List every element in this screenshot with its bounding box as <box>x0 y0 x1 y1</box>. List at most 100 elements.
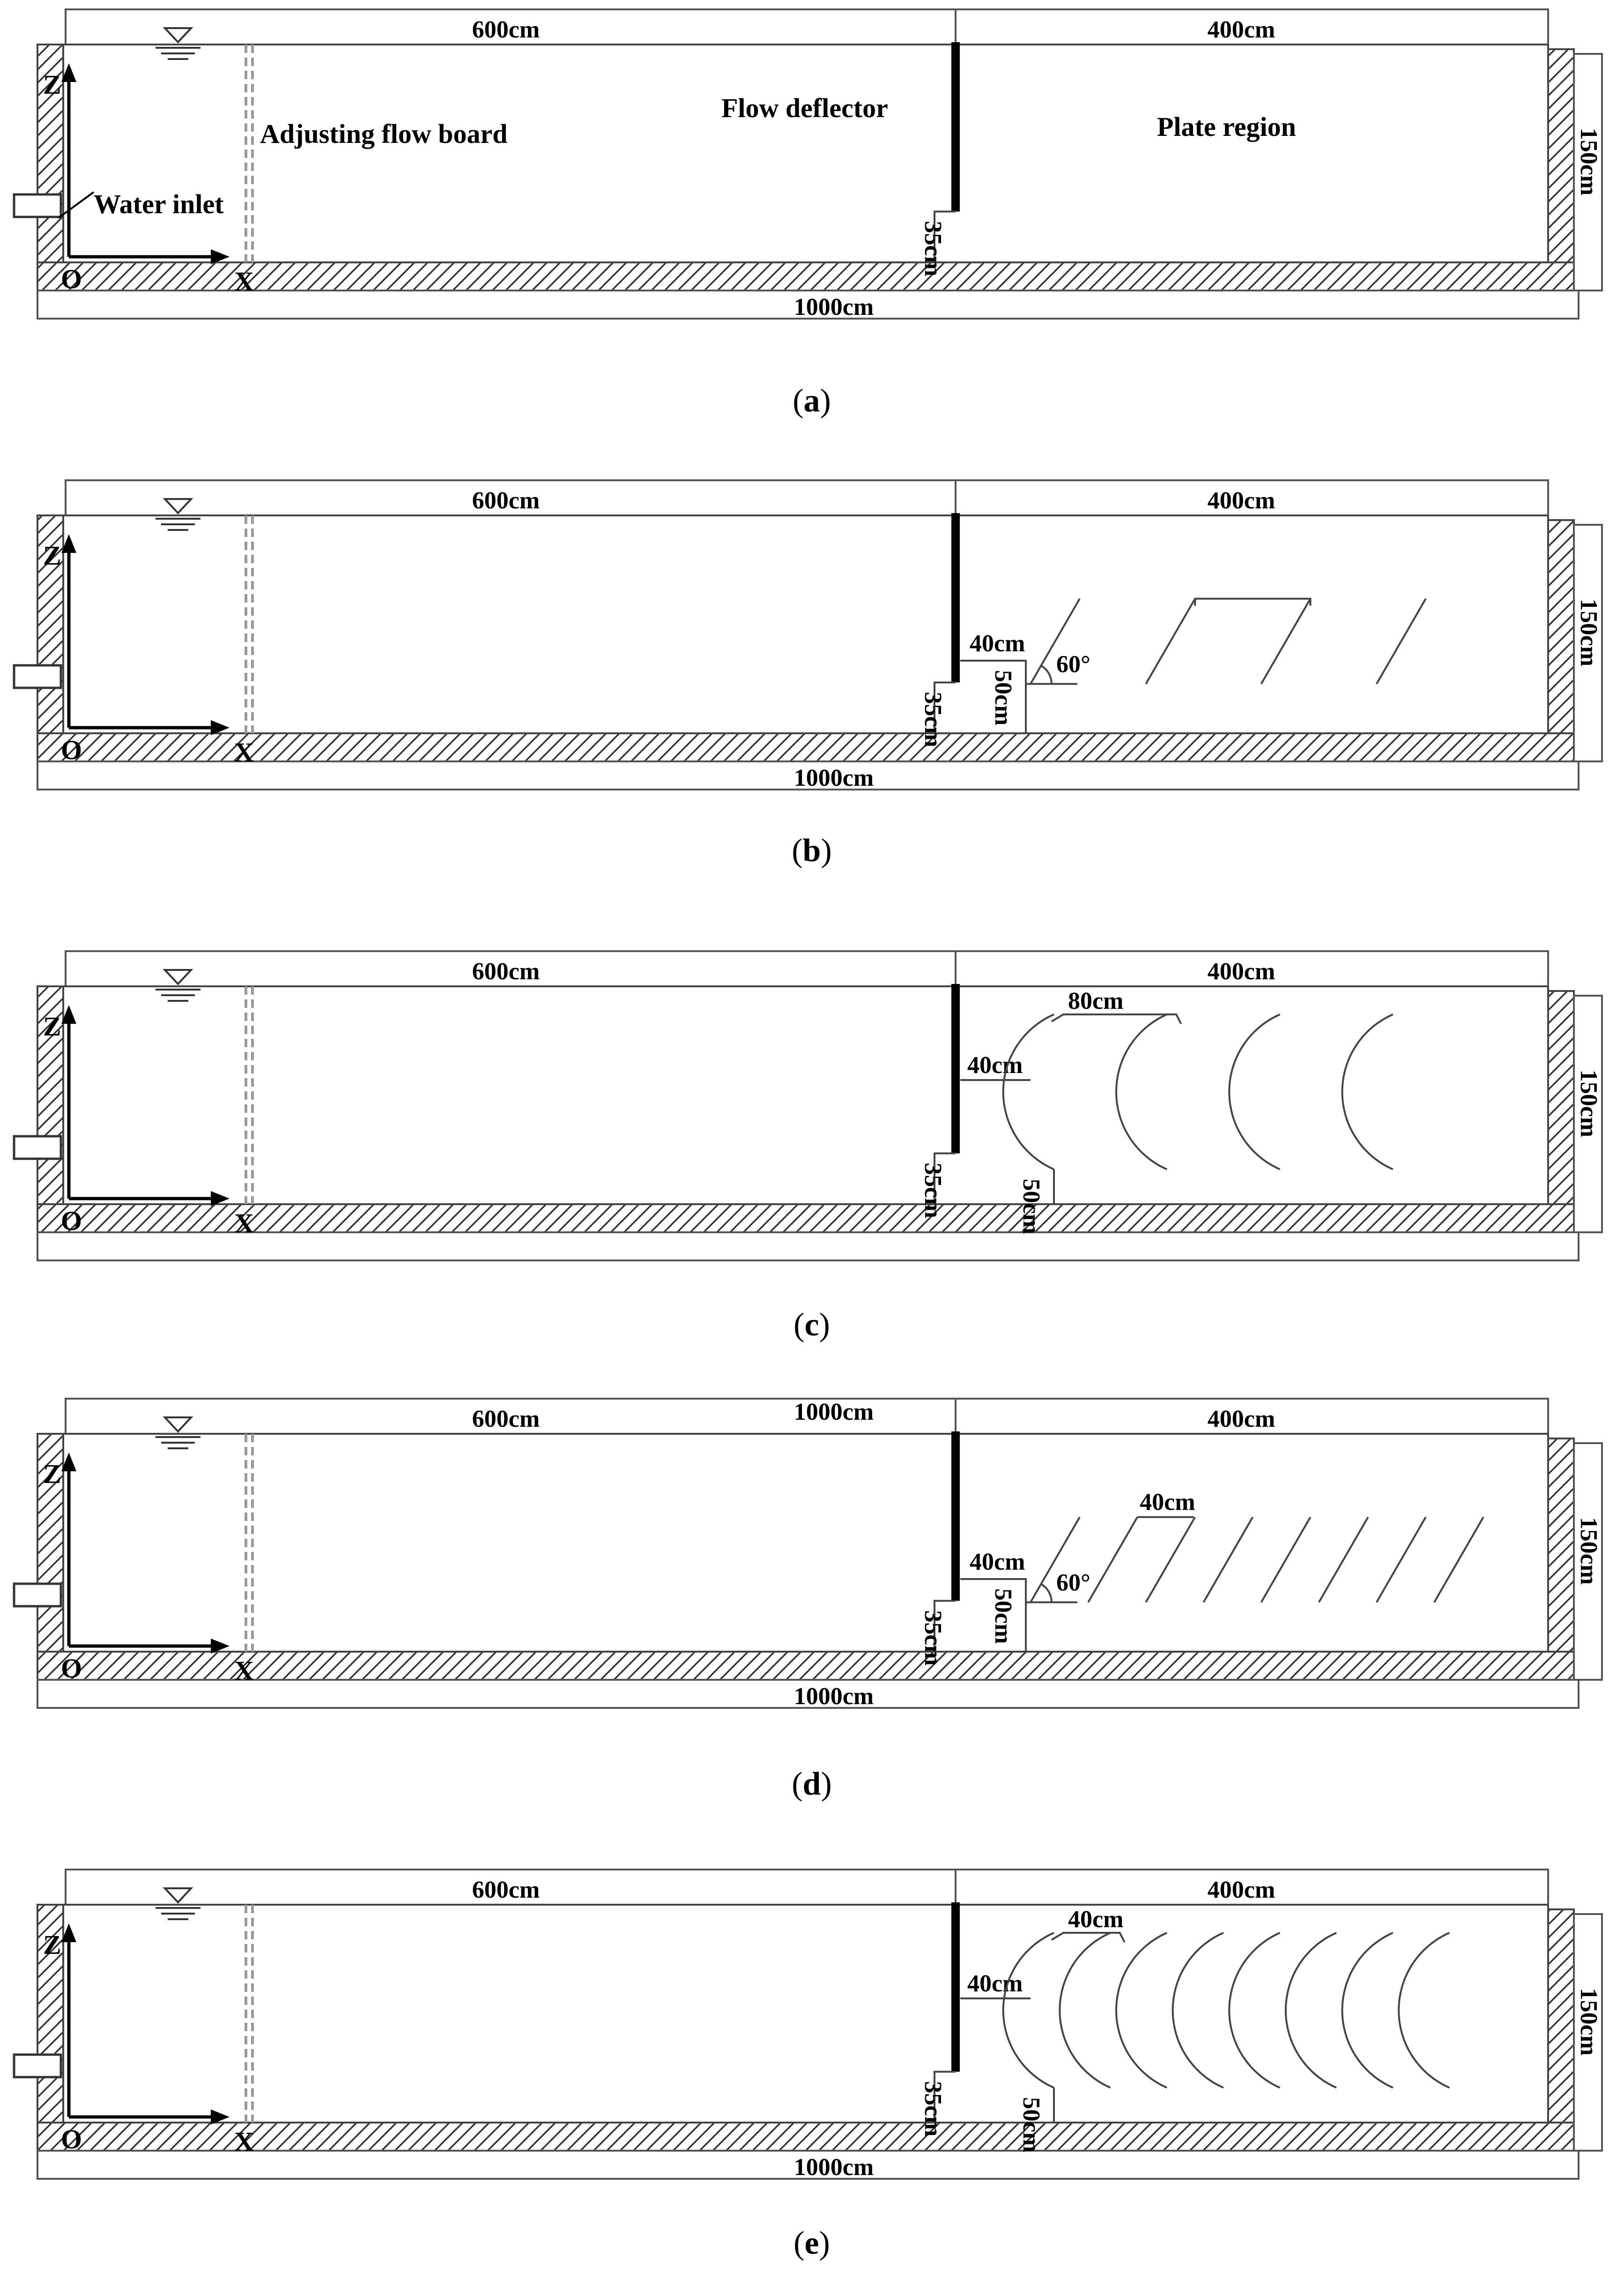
caption-open: ( <box>793 1307 804 1343</box>
right-wall <box>1547 48 1575 291</box>
channel-floor <box>37 1203 1575 1233</box>
origin-label: O <box>61 1206 82 1236</box>
caption-open: ( <box>792 833 802 869</box>
left-wall <box>37 985 64 1233</box>
flow-deflector <box>951 984 960 1154</box>
dim-150: 150cm <box>1575 1070 1602 1137</box>
water-level-icon <box>163 1887 193 1904</box>
support-block <box>960 1578 1027 1652</box>
flow-deflector <box>951 1431 960 1601</box>
right-wall <box>1547 1438 1575 1681</box>
water-level-icon <box>163 969 193 985</box>
arc-plate <box>1172 1932 1224 2089</box>
top-dimension-bar <box>65 1869 1549 1906</box>
deflector-step <box>934 1600 956 1652</box>
axis-z-label: Z <box>43 1930 61 1960</box>
arc-plate <box>1228 1013 1281 1170</box>
dim-top-mid: 1000cm <box>794 1399 874 1425</box>
channel-outline <box>62 44 1549 263</box>
arc-plate <box>1059 1932 1111 2089</box>
inclined-plate <box>1376 598 1427 685</box>
dim-150: 150cm <box>1575 599 1602 666</box>
dim-600: 600cm <box>472 16 540 43</box>
flow-deflector <box>951 42 960 212</box>
dim-150: 150cm <box>1575 128 1602 195</box>
dim-150: 150cm <box>1575 1517 1602 1585</box>
label-water-inlet: Water inlet <box>94 189 224 219</box>
water-inlet-pipe <box>13 664 62 689</box>
caption-close: ) <box>819 1307 830 1343</box>
support-block <box>960 660 1027 733</box>
deflector-step <box>934 210 956 262</box>
inclined-plate <box>1433 1516 1484 1603</box>
plate-top-connector <box>1194 597 1312 606</box>
plate-top-connector <box>1051 1932 1126 1943</box>
inclined-plate <box>1318 1516 1369 1603</box>
axis-z-label: Z <box>43 1459 61 1489</box>
dim-1000: 1000cm <box>794 1683 874 1710</box>
water-inlet-pipe <box>13 1135 62 1160</box>
dim-35: 35cm <box>920 221 946 276</box>
dim-400: 400cm <box>1208 487 1275 514</box>
inclined-plate <box>1260 1516 1312 1603</box>
panel-caption: (b) <box>792 833 832 869</box>
bottom-dimension-bar <box>37 2150 1580 2180</box>
arc-plate <box>1398 1932 1450 2089</box>
channel-outline <box>62 1433 1549 1653</box>
dim-angle: 60° <box>1056 1570 1090 1596</box>
caption-letter: b <box>803 833 821 869</box>
inclined-plate <box>1260 598 1312 685</box>
origin-label: O <box>61 2124 82 2154</box>
dim-50-block: 50cm <box>1018 1179 1045 1234</box>
left-wall <box>37 1904 64 2152</box>
dim-150: 150cm <box>1575 1988 1602 2056</box>
z-axis-arrow-icon <box>61 1005 76 1024</box>
panel-caption: (e) <box>793 2225 830 2261</box>
label-flow-deflector: Flow deflector <box>721 93 888 123</box>
label-plate-region: Plate region <box>1157 112 1296 142</box>
caption-letter: e <box>804 2225 819 2261</box>
axis-x-label: X <box>234 266 254 297</box>
origin-label: O <box>61 264 82 294</box>
flow-deflector <box>951 513 960 683</box>
label-adjusting-flow-board: Adjusting flow board <box>260 119 508 149</box>
plate-top-connector <box>1051 1013 1182 1024</box>
angle-arc-icon <box>1040 1583 1053 1602</box>
axis-x-label: X <box>234 737 254 767</box>
inclined-plate <box>1145 1516 1196 1603</box>
caption-letter: a <box>804 383 820 419</box>
arc-plate <box>1002 1013 1054 1170</box>
water-level-icon <box>163 27 193 44</box>
channel-floor <box>37 732 1575 762</box>
water-inlet-pipe <box>13 193 62 218</box>
inclined-plate <box>1202 1516 1254 1603</box>
arc-plate <box>1228 1932 1281 2089</box>
channel-floor <box>37 1651 1575 1681</box>
arc-plate <box>1115 1932 1168 2089</box>
bottom-dimension-bar <box>37 1679 1580 1709</box>
inclined-plate <box>1145 598 1196 685</box>
z-axis-arrow-icon <box>61 63 76 82</box>
dim-35: 35cm <box>920 692 946 747</box>
inclined-plate <box>1030 598 1081 685</box>
right-wall <box>1547 519 1575 762</box>
caption-open: ( <box>792 1766 802 1802</box>
height-dimension-bar <box>1573 524 1603 762</box>
arc-plate <box>1284 1932 1337 2089</box>
water-inlet-pipe <box>13 2053 62 2079</box>
channel-outline <box>62 985 1549 1205</box>
dim-40-block: 40cm <box>967 1052 1023 1079</box>
axis-x-label: X <box>234 2126 254 2157</box>
arc-plate <box>1341 1013 1394 1170</box>
height-dimension-bar <box>1573 1913 1603 2152</box>
axis-x-label: X <box>234 1208 254 1238</box>
right-wall <box>1547 990 1575 1233</box>
dim-1000: 1000cm <box>794 294 874 320</box>
dim-400: 400cm <box>1208 958 1275 985</box>
channel-floor <box>37 261 1575 291</box>
water-inlet-pipe <box>13 1582 62 1608</box>
caption-letter: c <box>804 1307 819 1343</box>
